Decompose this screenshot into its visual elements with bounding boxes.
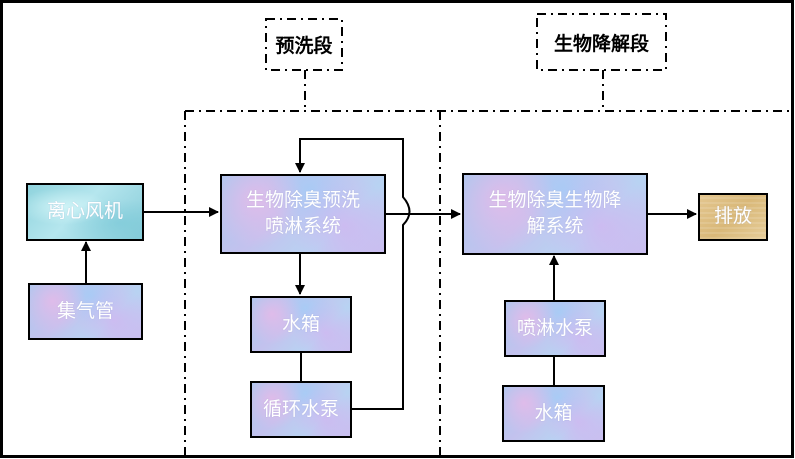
node-label: 生物除臭预洗喷淋系统 bbox=[245, 189, 360, 237]
node-gas-collection-pipe[interactable]: 集气管 bbox=[28, 283, 143, 340]
stage-label-prewash: 预洗段 bbox=[266, 19, 342, 70]
node-prewash-water-tank[interactable]: 水箱 bbox=[250, 296, 352, 353]
node-biodegradation-system[interactable]: 生物除臭生物降解系统 bbox=[462, 173, 648, 255]
stage-label-prewash-text: 预洗段 bbox=[275, 35, 333, 57]
node-label: 循环水泵 bbox=[262, 397, 339, 420]
node-label: 喷淋水泵 bbox=[516, 316, 593, 339]
node-discharge[interactable]: 排放 bbox=[698, 193, 768, 241]
node-circulation-pump[interactable]: 循环水泵 bbox=[250, 381, 352, 438]
stage-label-biodegradation-text: 生物降解段 bbox=[553, 32, 649, 55]
line-recirculation-loop bbox=[295, 138, 411, 410]
bio-label-frame bbox=[536, 13, 667, 71]
node-spray-pump[interactable]: 喷淋水泵 bbox=[504, 300, 606, 357]
node-label: 水箱 bbox=[281, 312, 320, 335]
node-label: 生物除臭生物降解系统 bbox=[488, 189, 622, 237]
node-bio-water-tank[interactable]: 水箱 bbox=[502, 385, 605, 442]
node-centrifugal-fan[interactable]: 离心风机 bbox=[26, 183, 144, 241]
node-prewash-spray-system[interactable]: 生物除臭预洗喷淋系统 bbox=[220, 174, 386, 254]
node-label: 集气管 bbox=[56, 299, 114, 322]
node-label: 水箱 bbox=[534, 401, 573, 424]
stage-label-biodegradation: 生物降解段 bbox=[537, 14, 666, 70]
node-label: 排放 bbox=[713, 205, 752, 228]
node-label: 离心风机 bbox=[46, 200, 123, 223]
